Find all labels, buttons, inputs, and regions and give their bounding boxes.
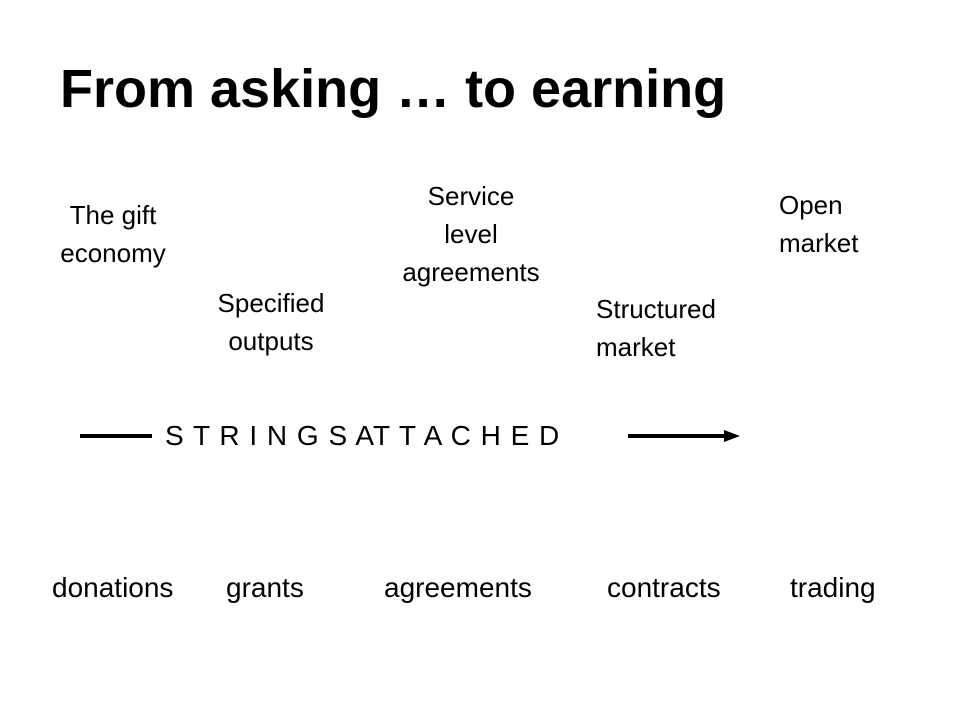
term-trading: trading: [790, 572, 876, 603]
stage-structured-market: Structured market: [596, 294, 716, 362]
right-arrow-icon: [628, 426, 740, 446]
term-grants: grants: [226, 572, 304, 603]
term-contracts: contracts: [607, 572, 721, 603]
stage-specified-outputs: Specified outputs: [217, 288, 325, 356]
slide-title: From asking … to earning: [60, 59, 727, 119]
stage-gift-economy: The gift economy: [60, 200, 166, 268]
term-donations: donations: [52, 572, 174, 603]
term-agreements: agreements: [384, 572, 532, 603]
stage-open-market: Open market: [779, 190, 859, 258]
strings-line-left: [80, 434, 152, 438]
strings-attached-label: S T R I N G S AT T A C H E D: [165, 420, 561, 451]
stage-service-level-agreements: Service level agreements: [402, 181, 540, 287]
